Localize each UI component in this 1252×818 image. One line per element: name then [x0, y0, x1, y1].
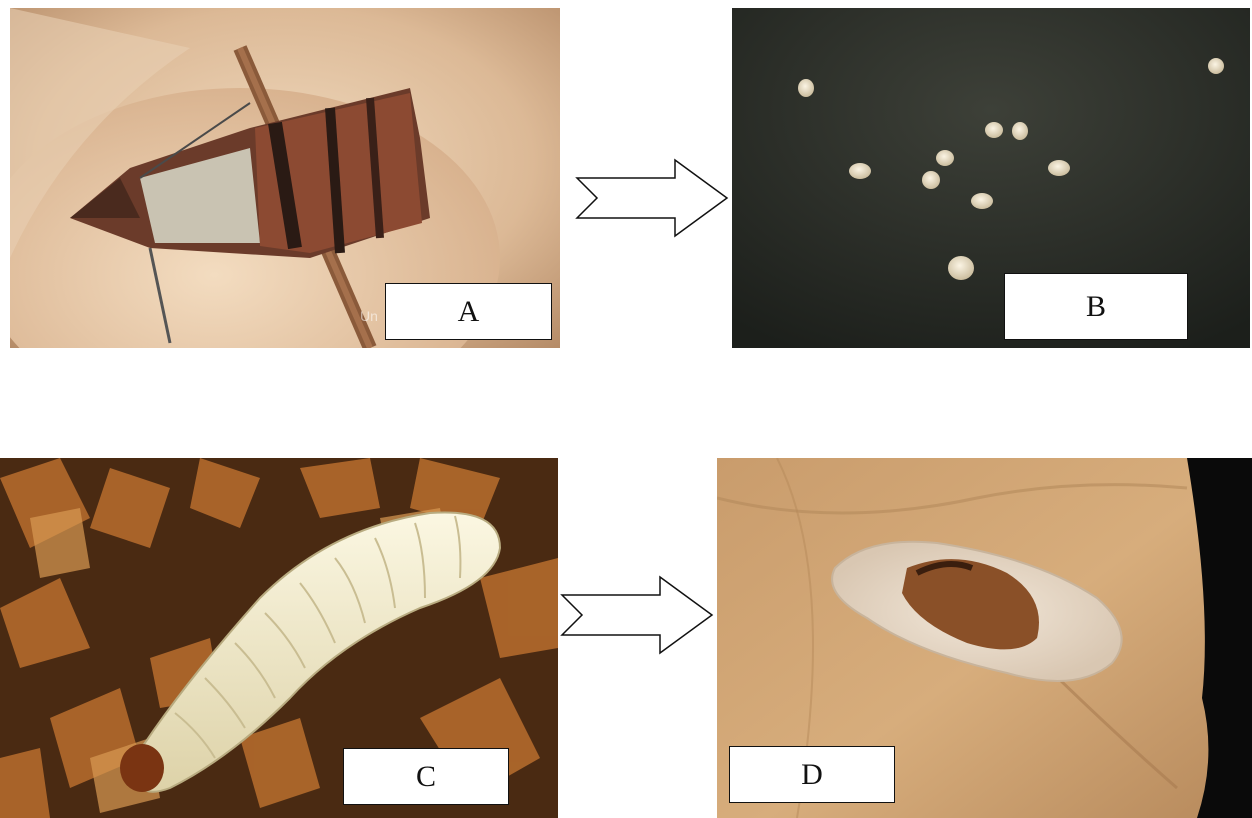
panel-b-photo: B [732, 8, 1250, 348]
panel-d-label: D [729, 746, 895, 803]
arrow-right-icon [575, 158, 730, 238]
panel-d-photo: D [717, 458, 1252, 818]
panel-b-label: B [1004, 273, 1188, 340]
panel-c-label: C [343, 748, 509, 805]
panel-a-photo: Un A [10, 8, 560, 348]
arrow-right-bottom [560, 575, 715, 655]
arrow-right-icon [560, 575, 715, 655]
panel-c-photo: C [0, 458, 558, 818]
watermark-text: Un [360, 308, 378, 324]
arrow-right-top [575, 158, 730, 238]
panel-a-label: A [385, 283, 552, 340]
